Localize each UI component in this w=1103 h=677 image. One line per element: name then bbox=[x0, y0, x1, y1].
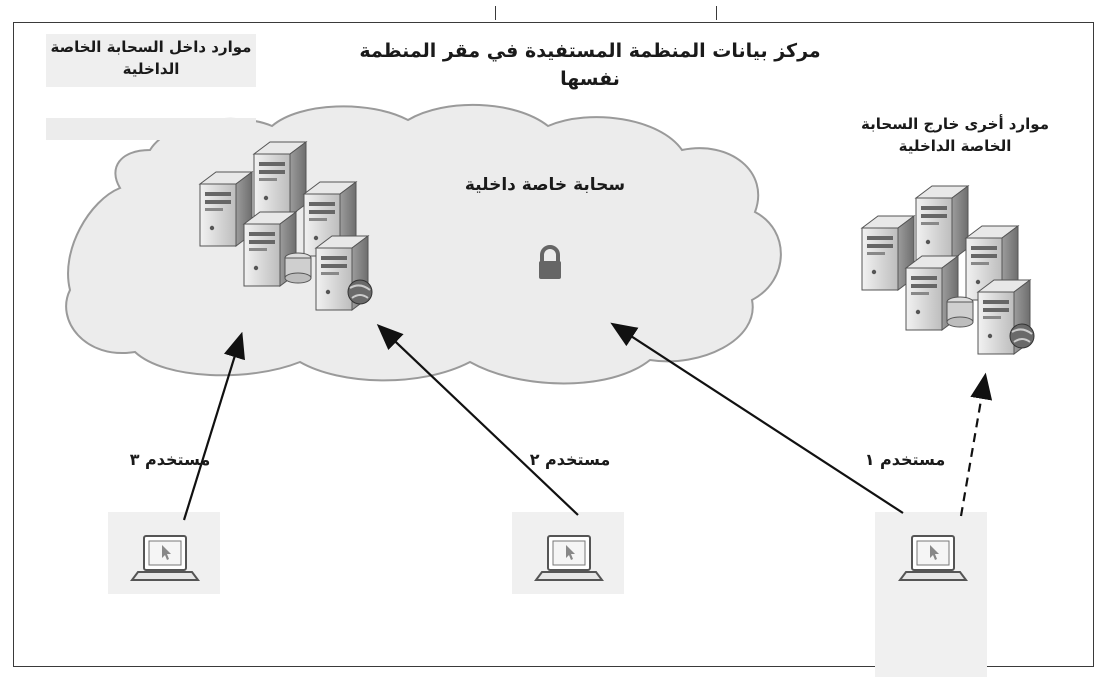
private-cloud bbox=[65, 103, 782, 385]
user-2-laptop-icon bbox=[512, 512, 624, 594]
user-3-laptop-icon bbox=[108, 512, 220, 594]
cloud-label: سحابة خاصة داخلية bbox=[464, 175, 626, 195]
arrow-user1-to-cloud bbox=[610, 322, 904, 514]
arrow-user3-to-cloud bbox=[182, 331, 245, 521]
lock-icon bbox=[539, 245, 561, 279]
user-1-label: مستخدم ١ bbox=[864, 450, 946, 469]
diagram-title: مركز بيانات المنظمة المستفيدة في مقر الم… bbox=[359, 40, 821, 90]
top-notch bbox=[495, 6, 717, 20]
user-2-label: مستخدم ٢ bbox=[529, 450, 611, 469]
arrow-user1-to-external bbox=[959, 372, 993, 517]
internal-resources-bar bbox=[46, 118, 256, 140]
user-1-laptop-icon bbox=[875, 512, 987, 677]
external-servers-icon bbox=[862, 186, 1034, 354]
arrow-user2-to-cloud bbox=[376, 323, 579, 516]
internal-resources-label: موارد داخل السحابة الخاصة الداخلية bbox=[46, 34, 256, 87]
external-resources-label: موارد أخرى خارج السحابة الخاصة الداخلية bbox=[861, 115, 1049, 155]
user-3-label: مستخدم ٣ bbox=[129, 450, 211, 469]
